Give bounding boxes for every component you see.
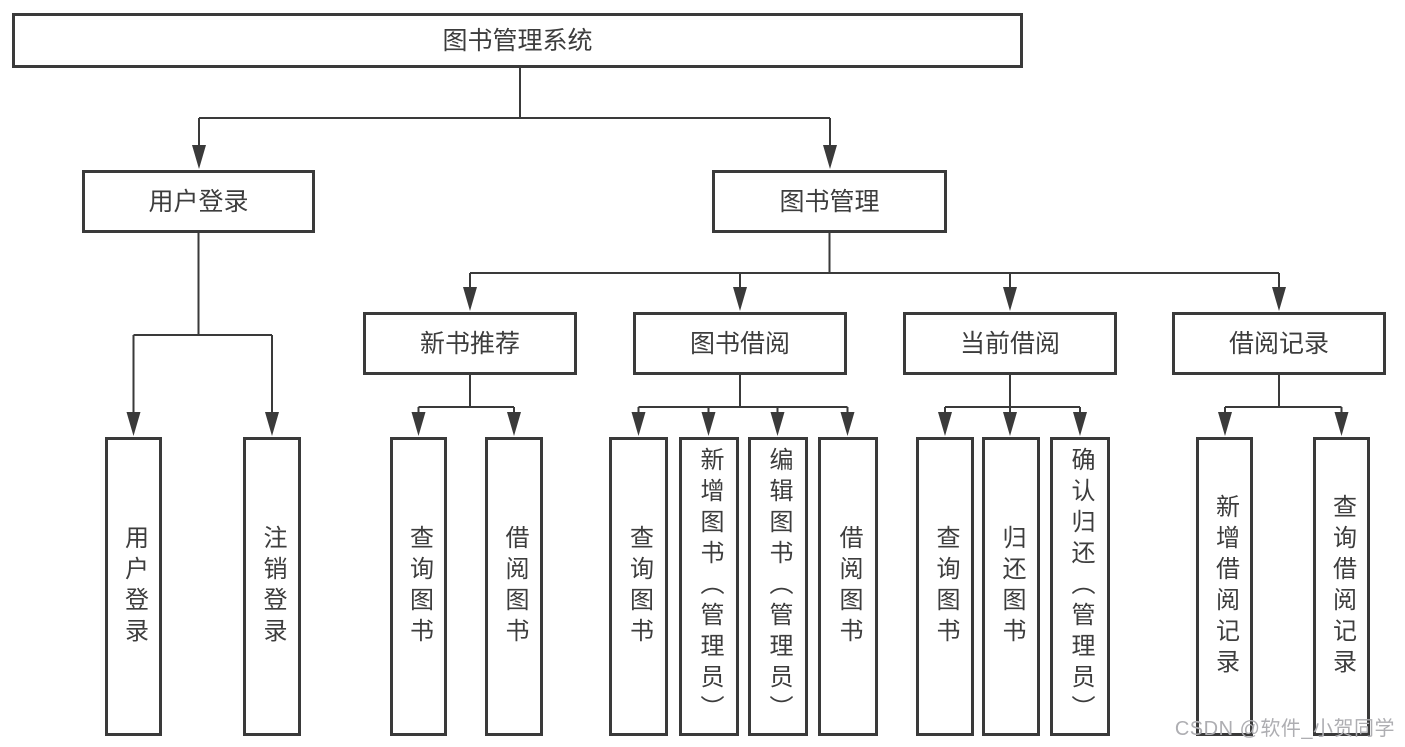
node-confirm-return-admin: 确认归还（管理员） (1050, 437, 1110, 736)
node-query-borrow-record: 查询借阅记录 (1313, 437, 1370, 736)
node-new-book-recommend: 新书推荐 (363, 312, 577, 375)
node-borrowing-records: 借阅记录 (1172, 312, 1386, 375)
node-library-management-system: 图书管理系统 (12, 13, 1023, 68)
watermark: CSDN @软件_小贺同学 (1174, 718, 1395, 740)
node-add-borrow-record: 新增借阅记录 (1196, 437, 1253, 736)
node-query-books-borrowing: 查询图书 (609, 437, 668, 736)
node-return-book: 归还图书 (982, 437, 1040, 736)
node-query-books-recommend: 查询图书 (390, 437, 447, 736)
node-logout: 注销登录 (243, 437, 301, 736)
node-current-borrowing: 当前借阅 (903, 312, 1117, 375)
node-borrow-books-borrowing: 借阅图书 (818, 437, 878, 736)
node-query-books-current: 查询图书 (916, 437, 974, 736)
node-book-borrowing: 图书借阅 (633, 312, 847, 375)
node-add-book-admin: 新增图书（管理员） (679, 437, 739, 736)
node-user-login-leaf: 用户登录 (105, 437, 162, 736)
node-edit-book-admin: 编辑图书（管理员） (748, 437, 808, 736)
node-borrow-books-recommend: 借阅图书 (485, 437, 543, 736)
node-user-login: 用户登录 (82, 170, 315, 233)
node-book-management: 图书管理 (712, 170, 947, 233)
